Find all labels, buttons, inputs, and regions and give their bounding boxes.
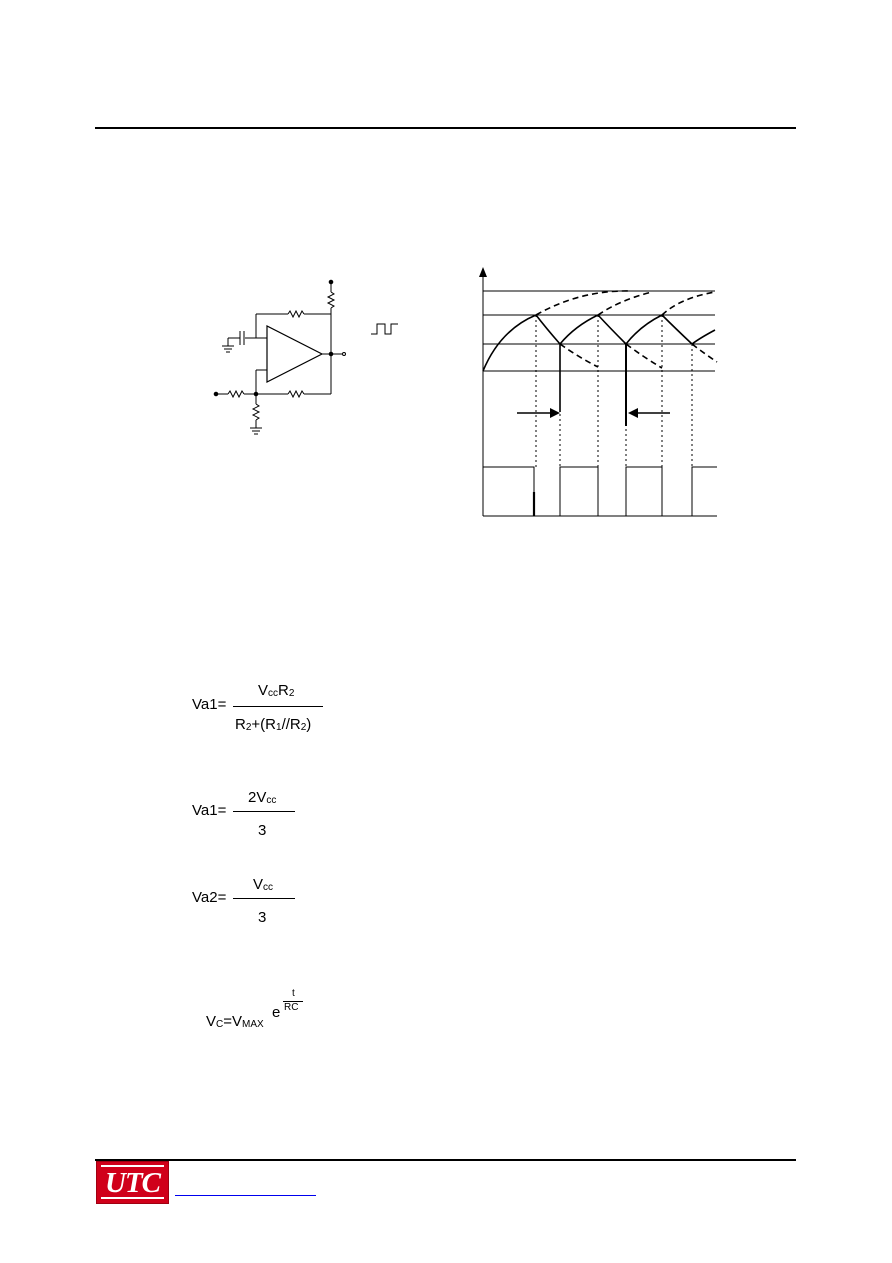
eq2-denominator: 3 (258, 822, 267, 839)
eq4-exp-numerator: t (292, 988, 295, 999)
eq3-lhs: Va2= (192, 889, 227, 906)
square-wave-icon (371, 323, 398, 335)
eq1-lhs: Va1= (192, 696, 227, 713)
eq4-lhs: VC=VMAX (206, 1013, 264, 1030)
header-rule (95, 127, 796, 129)
eq1-numerator: VccR2 (258, 682, 295, 699)
equation-vc-exponential: VC=VMAX e t RC (206, 988, 356, 1038)
footer-rule (95, 1159, 796, 1161)
equation-va1-general: Va1= VccR2 R2+(R1//R2) (192, 682, 392, 742)
eq4-exp-denominator: RC (284, 1002, 299, 1013)
equation-va2-value: Va2= Vcc 3 (192, 876, 332, 936)
eq4-base: e (272, 1004, 281, 1021)
eq2-numerator: 2Vcc (248, 789, 277, 806)
utc-logo: UTC (96, 1161, 169, 1204)
logo-text: UTC (105, 1167, 161, 1199)
eq2-lhs: Va1= (192, 802, 227, 819)
circuit-diagram (213, 279, 346, 435)
waveform-diagram (479, 267, 718, 517)
eq3-denominator: 3 (258, 909, 267, 926)
footer-link[interactable] (175, 1195, 316, 1196)
eq1-denominator: R2+(R1//R2) (235, 716, 312, 733)
equation-va1-value: Va1= 2Vcc 3 (192, 789, 332, 849)
eq3-numerator: Vcc (253, 876, 274, 893)
